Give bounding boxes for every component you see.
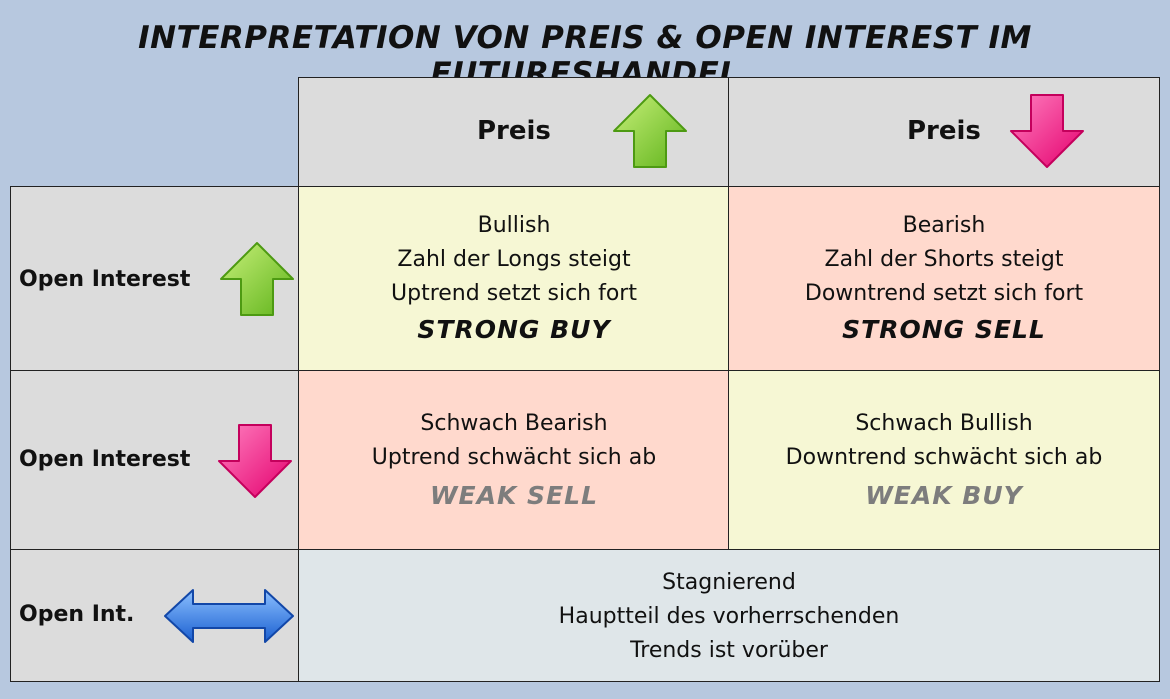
blue-double-arrow-icon xyxy=(164,589,294,643)
cell-text-line: Zahl der Shorts steigt xyxy=(824,247,1064,272)
cell-text-line: Uptrend setzt sich fort xyxy=(391,281,637,306)
cell-text-line: Zahl der Longs steigt xyxy=(397,247,631,272)
column-label-price-up: Preis xyxy=(477,116,551,146)
page-title: Interpretation von Preis & Open Interest… xyxy=(138,20,1032,92)
cell-price-down-oi-up: Bearish Zahl der Shorts steigt Downtrend… xyxy=(728,186,1160,372)
cell-text-line: Schwach Bearish xyxy=(420,411,608,436)
cell-text-line: Schwach Bullish xyxy=(855,411,1033,436)
header-price-down: Preis xyxy=(728,77,1160,188)
cell-price-up-oi-up: Bullish Zahl der Longs steigt Uptrend se… xyxy=(298,186,730,372)
row-label-oi-flat: Open Int. xyxy=(19,602,135,627)
cell-text-line: Bullish xyxy=(477,213,551,238)
row-header-oi-flat: Open Int. xyxy=(10,549,300,682)
cell-text-line: Hauptteil des vorherrschenden xyxy=(558,604,900,629)
signal-strong-sell: STRONG SELL xyxy=(842,315,1046,344)
row-header-oi-down: Open Interest xyxy=(10,370,300,551)
green-up-arrow-icon xyxy=(220,242,294,316)
cell-text-line: Stagnierend xyxy=(662,570,796,595)
cell-price-up-oi-down: Schwach Bearish Uptrend schwächt sich ab… xyxy=(298,370,730,551)
pink-down-arrow-icon xyxy=(218,424,292,498)
signal-weak-sell: WEAK SELL xyxy=(429,481,599,510)
cell-text-line: Bearish xyxy=(902,213,986,238)
green-up-arrow-icon xyxy=(613,94,687,168)
cell-text-line: Uptrend schwächt sich ab xyxy=(371,445,657,470)
header-price-up: Preis xyxy=(298,77,730,188)
cell-price-down-oi-down: Schwach Bullish Downtrend schwächt sich … xyxy=(728,370,1160,551)
row-header-oi-up: Open Interest xyxy=(10,186,300,372)
cell-text-line: Downtrend setzt sich fort xyxy=(804,281,1084,306)
column-label-price-down: Preis xyxy=(907,116,981,146)
cell-text-line: Trends ist vorüber xyxy=(630,638,828,663)
row-label-oi-down: Open Interest xyxy=(19,447,191,472)
cell-oi-flat: Stagnierend Hauptteil des vorherrschende… xyxy=(298,549,1160,682)
pink-down-arrow-icon xyxy=(1010,94,1084,168)
cell-text-line: Downtrend schwächt sich ab xyxy=(785,445,1103,470)
signal-weak-buy: WEAK BUY xyxy=(865,481,1023,510)
signal-strong-buy: STRONG BUY xyxy=(417,315,611,344)
row-label-oi-up: Open Interest xyxy=(19,267,191,292)
